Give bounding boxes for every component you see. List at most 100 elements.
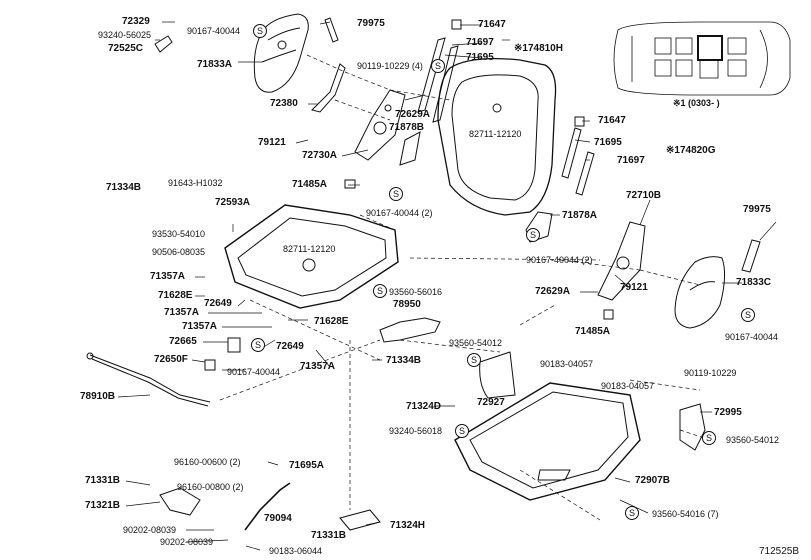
label-96160-00800: 96160-00800 (2) [177,482,244,492]
figure-number: 712525B [759,546,800,557]
cap-71647 [451,19,462,30]
label-71878A: 71878A [562,210,598,221]
trim-strip-left [324,17,339,43]
label-72665: 72665 [169,336,197,347]
clip-72665 [227,337,241,353]
label-90167-40044-a: 90167-40044 [187,26,241,36]
trim-strip-right-lower [575,151,595,196]
label-72629A-a: 72629A [395,109,431,120]
label-93240-56025: 93240-56025 [98,30,152,40]
label-71357A-b: 71357A [164,307,200,318]
label-174810H: ※174810H [514,43,563,54]
s-mark-93560-54016-7: S [625,506,639,520]
label-90119-10229-4: 90119-10229 (4) [357,61,423,71]
label-90183-06044: 90183-06044 [269,546,323,556]
label-93560-54016-7: 93560-54016 (7) [652,509,719,519]
label-90167-40044-2b: 90167-40044 (2) [526,255,593,265]
label-71324H: 71324H [390,520,426,531]
label-90167-40044-c: 90167-40044 [227,367,281,377]
label-72380: 72380 [270,98,298,109]
cap-71647-b [574,116,585,127]
label-93240-56018: 93240-56018 [389,426,443,436]
label-96160-00600: 96160-00600 (2) [174,457,241,467]
s-mark-93560-56016: S [373,284,387,298]
label-71697-b: 71697 [617,155,645,166]
vehicle-seat-location-inset [613,21,791,96]
label-72650F: 72650F [154,354,188,365]
label-72649-b: 72649 [276,341,304,352]
label-71833A: 71833A [197,59,233,70]
trim-strip-right-upper [561,127,582,179]
label-71647-b: 71647 [598,115,626,126]
clip-71485a [344,179,356,189]
dashed-leader-lines [219,54,711,521]
label-72593A: 72593A [215,197,251,208]
s-mark-93560-54012-b: S [702,431,716,445]
label-71357A-a: 71357A [150,271,186,282]
label-71321B: 71321B [85,500,121,511]
seat-back-side-cover-left [253,13,309,93]
clip-72650f [204,359,216,371]
trim-strip-right [741,239,761,273]
rod-79094 [244,482,291,531]
recliner-assembly-left [354,89,421,166]
label-72710B: 72710B [626,190,662,201]
s-mark-93560-54012-a: S [467,353,481,367]
label-93530-54010: 93530-54010 [152,229,206,239]
label-79121-b: 79121 [620,282,648,293]
s-mark-90167-40044-c: S [741,308,755,322]
seat-cushion-frame [224,204,399,309]
label-71695-a: 71695 [466,52,494,63]
s-mark-90167-40044-2a: S [389,187,403,201]
label-82711-12120-b: 82711-12120 [283,244,336,254]
bracket-71324h [339,509,381,531]
label-90202-08039-b: 90202-08039 [160,537,214,547]
label-78950: 78950 [393,299,421,310]
label-71334B-b: 71334B [386,355,422,366]
seat-track-assembly [454,382,641,501]
label-71628E-a: 71628E [158,290,193,301]
seat-back-frame [417,37,557,216]
bracket-72995 [679,403,706,451]
label-72907B: 72907B [635,475,671,486]
label-78910B: 78910B [80,391,116,402]
release-cable-78910b [86,352,211,407]
label-90202-08039-a: 90202-08039 [123,525,177,535]
label-72649-a: 72649 [204,298,232,309]
legend-note: ※1 (0303- ) [673,98,720,108]
label-71334B-a: 71334B [106,182,142,193]
bracket-71321b [159,487,201,516]
s-mark-90167-40044-2b: S [526,228,540,242]
label-90183-04057-a: 90183-04057 [540,359,594,369]
label-79975-b: 79975 [743,204,771,215]
label-71833C: 71833C [736,277,772,288]
s-mark-90167-40044-b: S [251,338,265,352]
label-71357A-c: 71357A [182,321,218,332]
label-72927: 72927 [477,397,505,408]
bracket-78950 [379,317,441,343]
label-90167-40044-2a: 90167-40044 (2) [366,208,433,218]
label-71357A-d: 71357A [300,361,336,372]
bracket-71878a [525,211,553,243]
label-71628E-b: 71628E [314,316,349,327]
label-79094: 79094 [264,513,292,524]
label-71331B-b: 71331B [311,530,347,541]
label-72730A: 72730A [302,150,338,161]
label-90183-04057-b: 90183-04057 [601,381,655,391]
label-82711-12120-a: 82711-12120 [469,129,522,139]
label-91643-H1032: 91643-H1032 [168,178,223,188]
label-72329: 72329 [122,16,150,27]
label-71324D: 71324D [406,401,442,412]
label-90506-08035: 90506-08035 [152,247,206,257]
label-71697-a: 71697 [466,37,494,48]
label-93560-54012-b: 93560-54012 [726,435,780,445]
label-71878B: 71878B [389,122,425,133]
label-79975-a: 79975 [357,18,385,29]
clip-72525c [154,35,173,53]
clip-71485a-b [603,309,614,320]
s-mark-90167-40044-a: S [253,24,267,38]
recliner-arm [311,63,346,113]
label-71331B-a: 71331B [85,475,121,486]
label-71485A-a: 71485A [292,179,328,190]
label-71647-a: 71647 [478,19,506,30]
